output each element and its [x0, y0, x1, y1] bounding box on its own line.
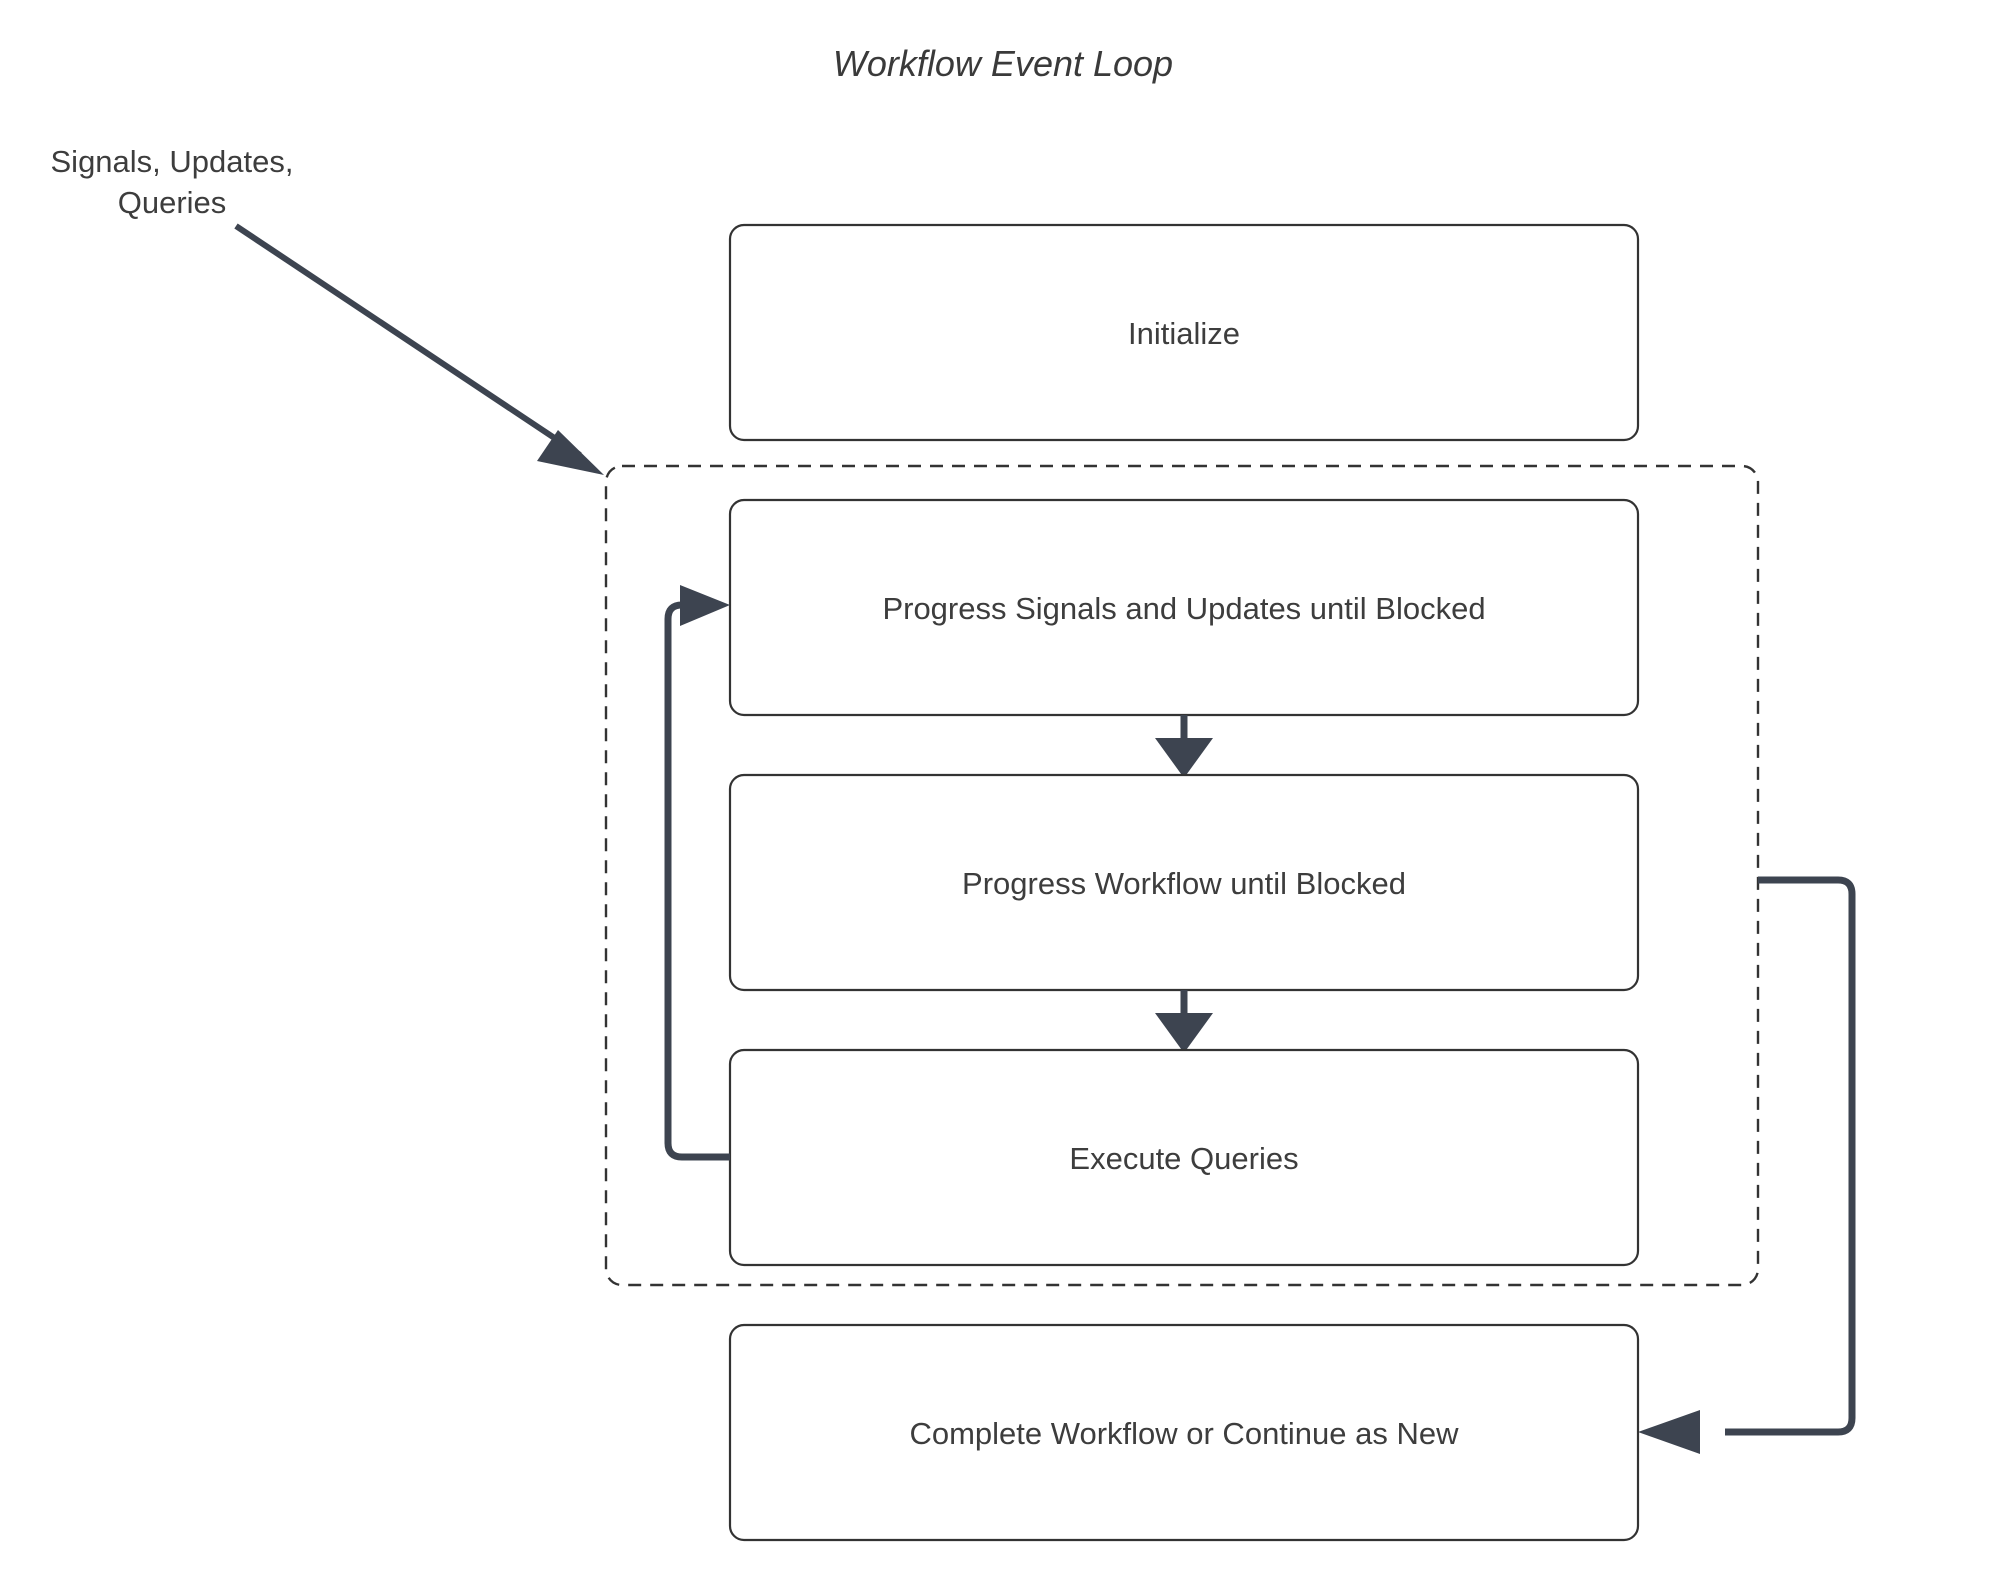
- edge-group-to-complete-workflow: [1638, 876, 1856, 1454]
- node-initialize-label: Initialize: [1128, 316, 1240, 351]
- external-signals-label-line1: Signals, Updates,: [51, 144, 294, 179]
- node-initialize[interactable]: Initialize: [728, 223, 1640, 442]
- node-complete-workflow[interactable]: Complete Workflow or Continue as New: [728, 1323, 1640, 1542]
- node-initialize-box[interactable]: [728, 223, 1640, 442]
- edge-external-to-group: [234, 223, 604, 475]
- node-complete-workflow-label: Complete Workflow or Continue as New: [909, 1416, 1459, 1451]
- node-complete-workflow-box[interactable]: [728, 1323, 1640, 1542]
- external-signals-label-line2: Queries: [118, 185, 227, 220]
- edge-execute-queries-to-progress-signals: [664, 585, 730, 1161]
- node-progress-signals-label: Progress Signals and Updates until Block…: [882, 591, 1485, 626]
- node-progress-workflow-label: Progress Workflow until Blocked: [962, 866, 1406, 901]
- node-progress-signals[interactable]: Progress Signals and Updates until Block…: [728, 498, 1640, 717]
- node-execute-queries-label: Execute Queries: [1069, 1141, 1298, 1176]
- page-title: Workflow Event Loop: [833, 43, 1173, 84]
- edge-progress-signals-to-progress-workflow: [1155, 715, 1213, 778]
- event-loop-group-container: [604, 464, 1760, 1287]
- node-execute-queries[interactable]: Execute Queries: [728, 1048, 1640, 1267]
- edge-progress-workflow-to-execute-queries: [1155, 990, 1213, 1053]
- node-progress-workflow[interactable]: Progress Workflow until Blocked: [728, 773, 1640, 992]
